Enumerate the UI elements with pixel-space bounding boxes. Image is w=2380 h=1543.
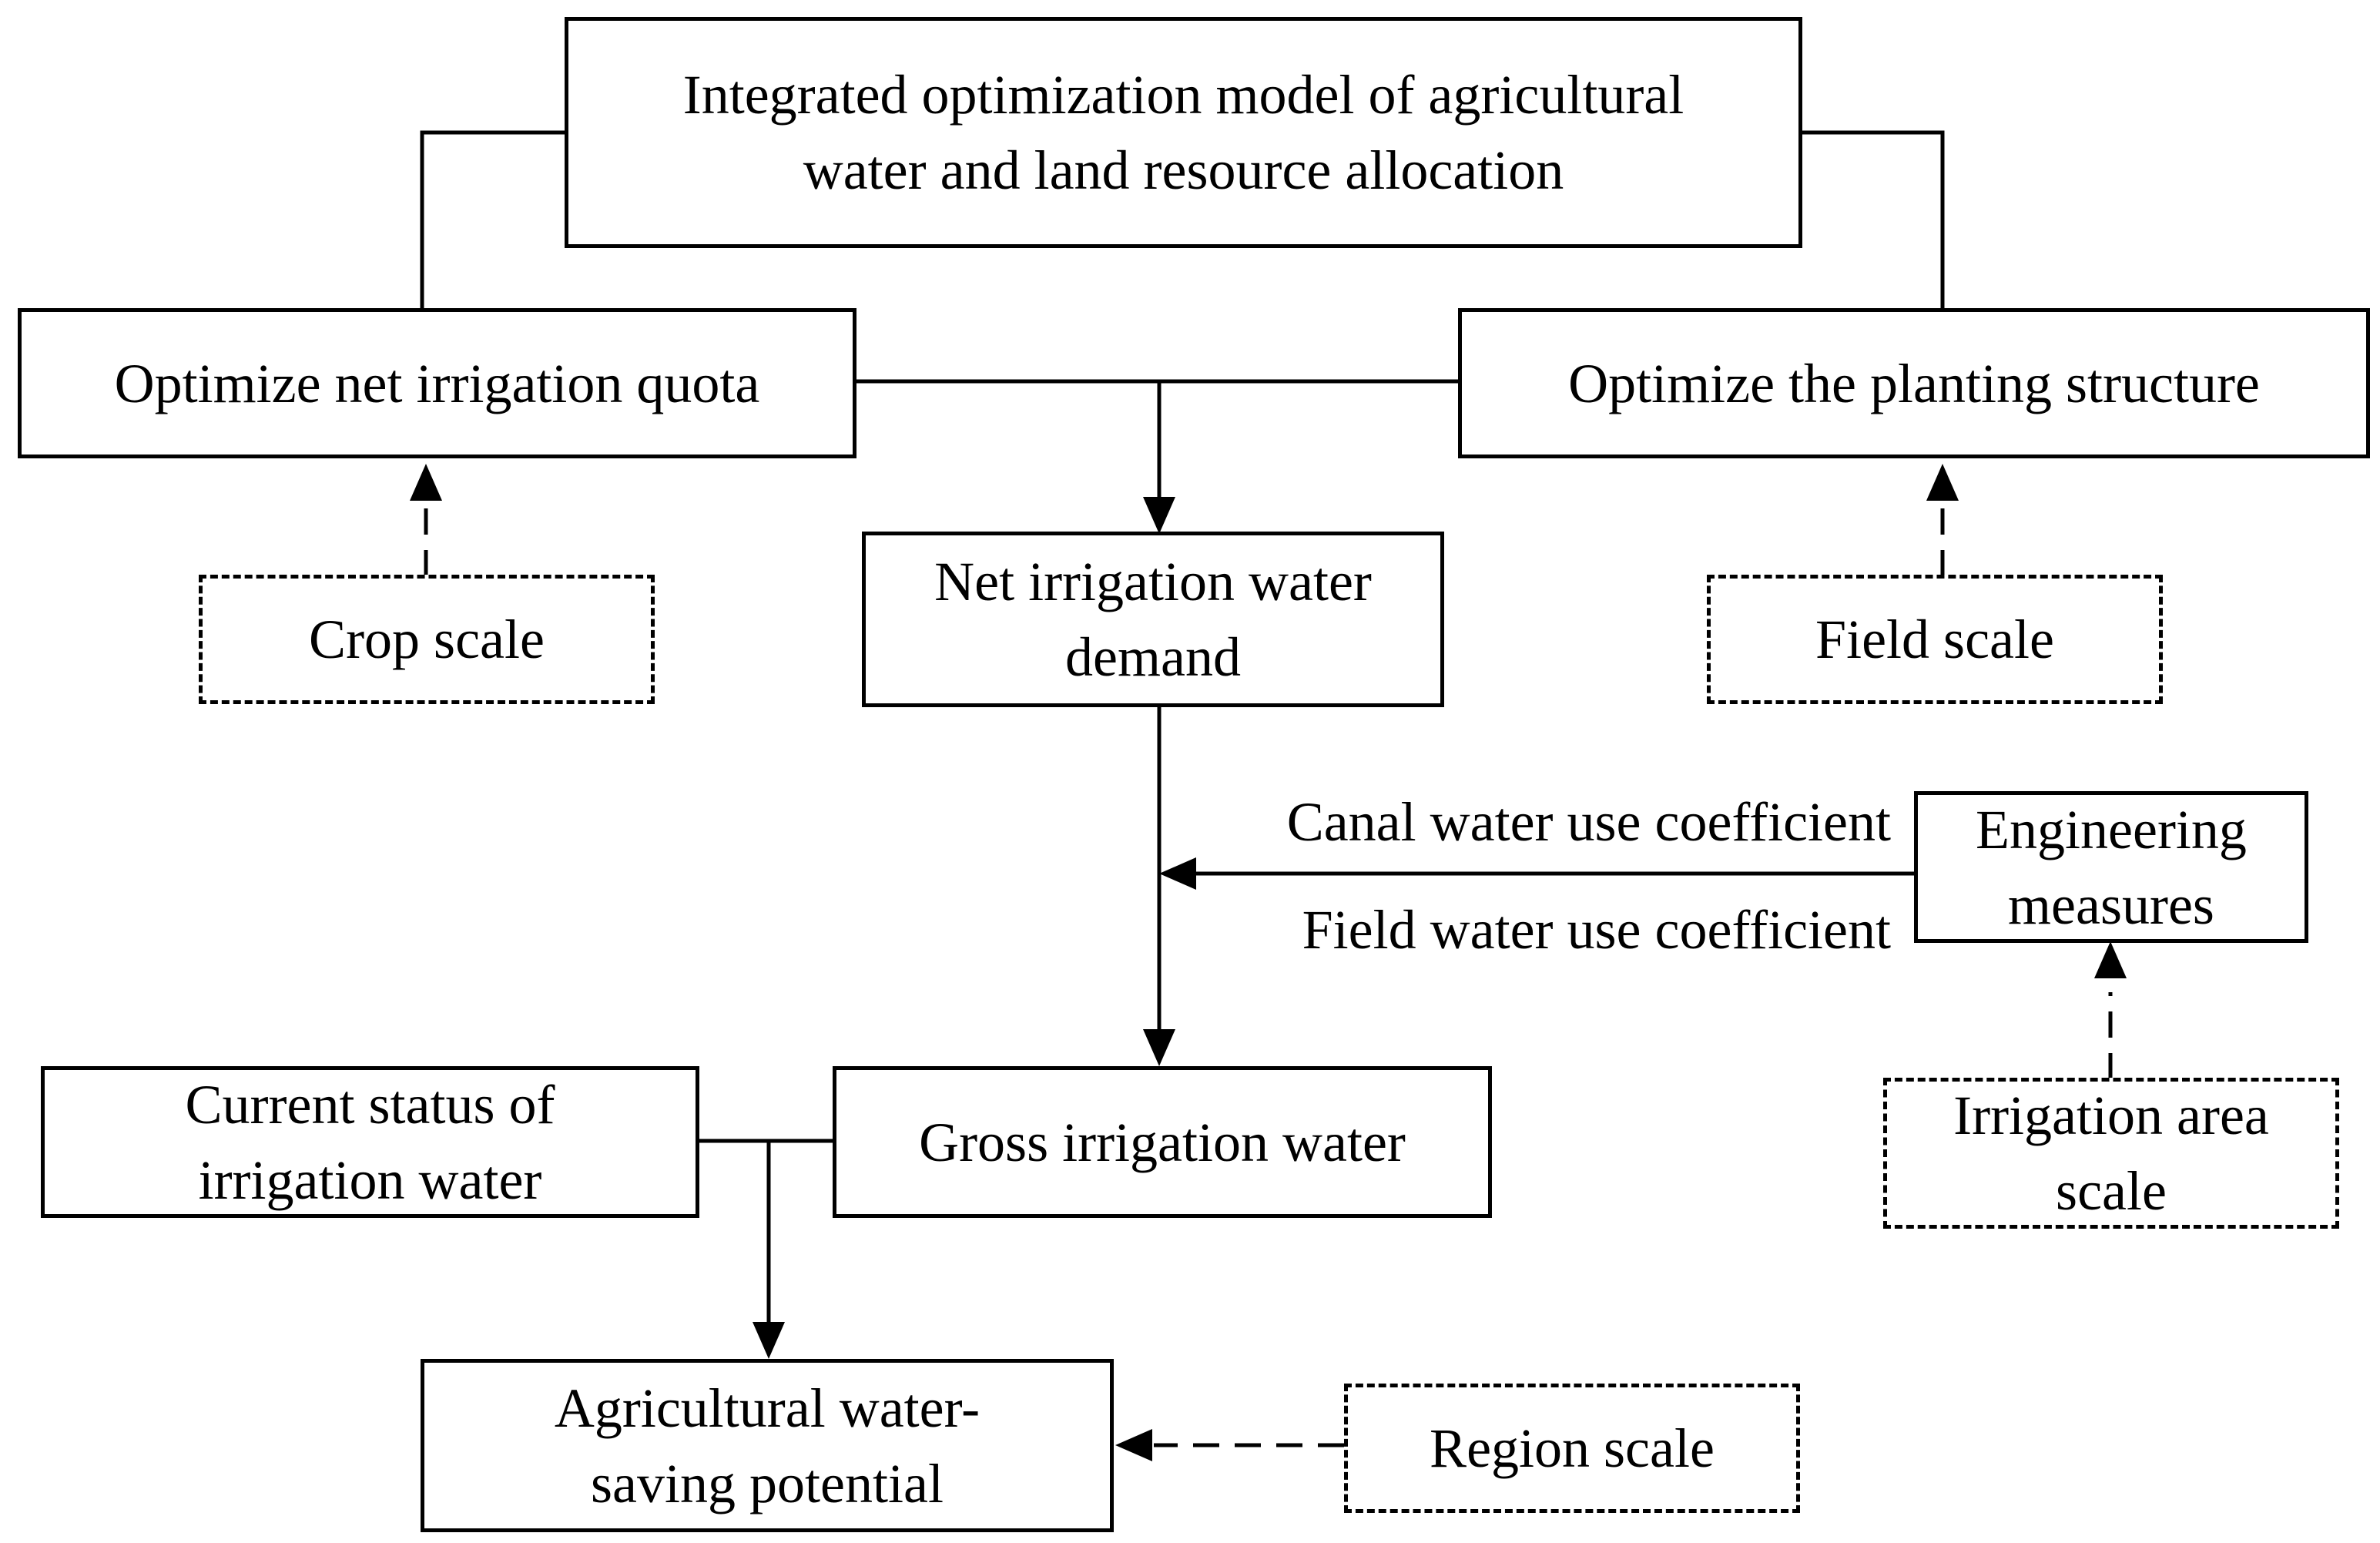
arrowhead-area-to-engineering <box>2094 941 2127 978</box>
line-model-to-planting <box>1801 130 1945 310</box>
integrated-model-box: Integrated optimization model of agricul… <box>565 17 1802 248</box>
optimize-quota-label: Optimize net irrigation quota <box>114 352 760 414</box>
arrowhead-region <box>1115 1429 1152 1461</box>
net-demand-box: Net irrigation water demand <box>862 532 1444 707</box>
current-status-line2: irrigation water <box>198 1149 542 1211</box>
crop-scale-label: Crop scale <box>309 609 545 670</box>
net-demand-line1: Net irrigation water <box>934 551 1372 612</box>
water-saving-potential-box: Agricultural water- saving potential <box>421 1359 1114 1532</box>
canal-coefficient-label: Canal water use coefficient <box>1286 791 1891 853</box>
field-scale-label: Field scale <box>1815 609 2054 670</box>
arrowhead-gross <box>1143 1029 1175 1066</box>
arrowhead-crop <box>410 464 442 501</box>
arrowhead-field <box>1926 464 1959 501</box>
current-status-box: Current status of irrigation water <box>41 1066 699 1218</box>
field-scale-box: Field scale <box>1707 575 2163 704</box>
arrowhead-net-demand <box>1143 497 1175 534</box>
engineering-line2: measures <box>2008 874 2214 936</box>
irrigation-area-line2: scale <box>2056 1160 2167 1222</box>
integrated-model-line1: Integrated optimization model of agricul… <box>682 64 1684 126</box>
integrated-model-line2: water and land resource allocation <box>803 139 1564 201</box>
line-model-to-quota <box>420 130 566 310</box>
region-scale-box: Region scale <box>1344 1384 1800 1513</box>
potential-line2: saving potential <box>591 1452 944 1514</box>
arrowhead-potential <box>753 1322 785 1359</box>
current-status-line1: Current status of <box>185 1073 555 1135</box>
optimize-planting-box: Optimize the planting structure <box>1458 308 2370 458</box>
crop-scale-box: Crop scale <box>199 575 655 704</box>
arrowhead-engineering-coef <box>1159 857 1196 890</box>
potential-line1: Agricultural water- <box>554 1377 980 1439</box>
net-demand-line2: demand <box>1065 626 1241 688</box>
irrigation-area-line1: Irrigation area <box>1953 1085 2269 1146</box>
region-scale-label: Region scale <box>1430 1417 1715 1479</box>
irrigation-area-scale-box: Irrigation area scale <box>1883 1078 2339 1229</box>
optimize-quota-box: Optimize net irrigation quota <box>18 308 856 458</box>
gross-irrigation-box: Gross irrigation water <box>833 1066 1492 1218</box>
field-coefficient-label: Field water use coefficient <box>1302 899 1891 961</box>
engineering-line1: Engineering <box>1976 798 2247 860</box>
engineering-measures-box: Engineering measures <box>1914 791 2308 943</box>
gross-irrigation-label: Gross irrigation water <box>919 1111 1406 1173</box>
optimize-planting-label: Optimize the planting structure <box>1568 352 2260 414</box>
